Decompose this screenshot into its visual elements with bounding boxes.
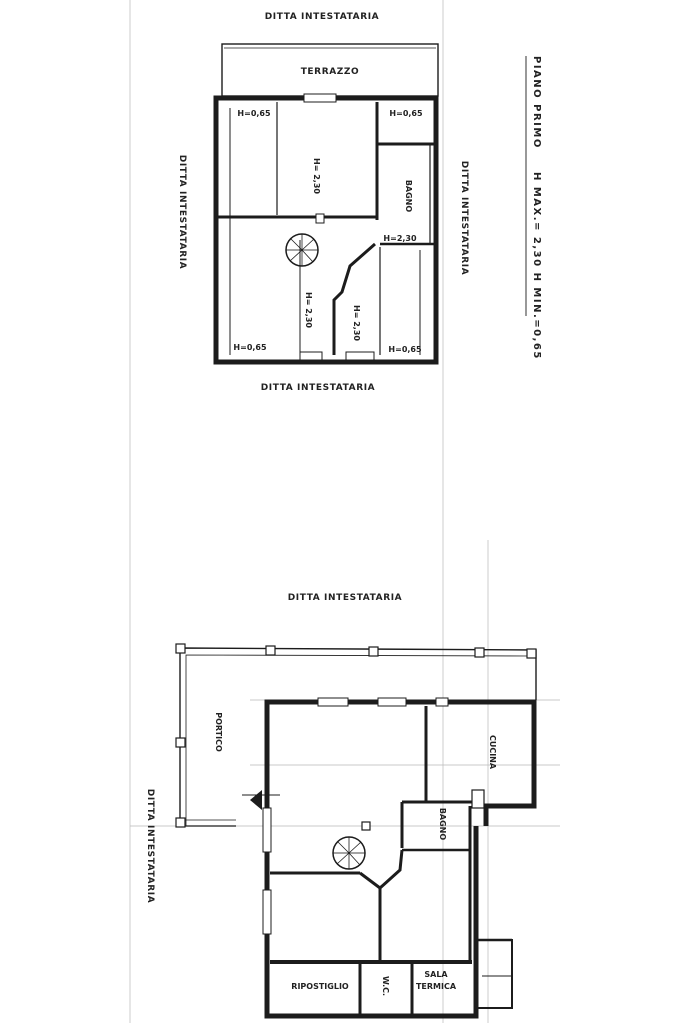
ground-floor-plan: DITTA INTESTATARIA DITTA INTESTATARIA PO… [145, 593, 537, 1019]
height-bottom-right: H=0,65 [388, 345, 422, 354]
upper-top-neighbor-label: DITTA INTESTATARIA [265, 12, 380, 22]
ground-floor-inner-walls [270, 706, 513, 1014]
upper-floor-plan: DITTA INTESTATARIA TERRAZZO DITTA INTEST… [177, 12, 542, 393]
upper-right-neighbor-label: DITTA INTESTATARIA [459, 161, 469, 276]
upper-floor-windows [299, 93, 375, 361]
thermal-room-label-line1: SALA [424, 970, 448, 979]
storage-label: RIPOSTIGLIO [291, 982, 349, 991]
porch-label: PORTICO [214, 712, 223, 752]
height-room-top: H= 2,30 [312, 158, 321, 194]
ground-left-neighbor-label: DITTA INTESTATARIA [145, 789, 155, 904]
height-room-mid: H= 2,30 [352, 305, 361, 341]
terrace-label: TERRAZZO [301, 67, 360, 77]
floor-title: PIANO PRIMO [531, 56, 542, 149]
spiral-staircase-upper [285, 233, 319, 267]
kitchen-label: CUCINA [488, 735, 497, 770]
thermal-room-label-line2: TERMICA [416, 982, 457, 991]
wc-label: W.C. [381, 976, 390, 996]
height-bath-bottom: H=2,30 [383, 234, 417, 243]
floor-title-heights: H MAX.= 2,30 H MIN.=0,65 [531, 172, 542, 360]
spiral-staircase-ground [332, 836, 366, 870]
height-top-right: H=0,65 [389, 109, 423, 118]
ground-floor-windows [262, 697, 485, 935]
upper-floor-inner-walls [218, 102, 434, 355]
height-room-bottom: H= 2,30 [304, 292, 313, 328]
upper-bathroom-label: BAGNO [404, 180, 413, 213]
upper-bottom-neighbor-label: DITTA INTESTATARIA [261, 383, 376, 393]
upper-left-neighbor-label: DITTA INTESTATARIA [177, 155, 187, 270]
height-top-left: H=0,65 [237, 109, 271, 118]
ground-bathroom-label: BAGNO [438, 808, 447, 841]
porch-structure [175, 643, 537, 828]
scan-guide-lines [129, 0, 560, 1023]
ground-top-neighbor-label: DITTA INTESTATARIA [288, 593, 403, 603]
height-bottom-left: H=0,65 [233, 343, 267, 352]
upper-floor-outer-wall [213, 95, 439, 365]
entrance-door-symbol [242, 790, 280, 810]
